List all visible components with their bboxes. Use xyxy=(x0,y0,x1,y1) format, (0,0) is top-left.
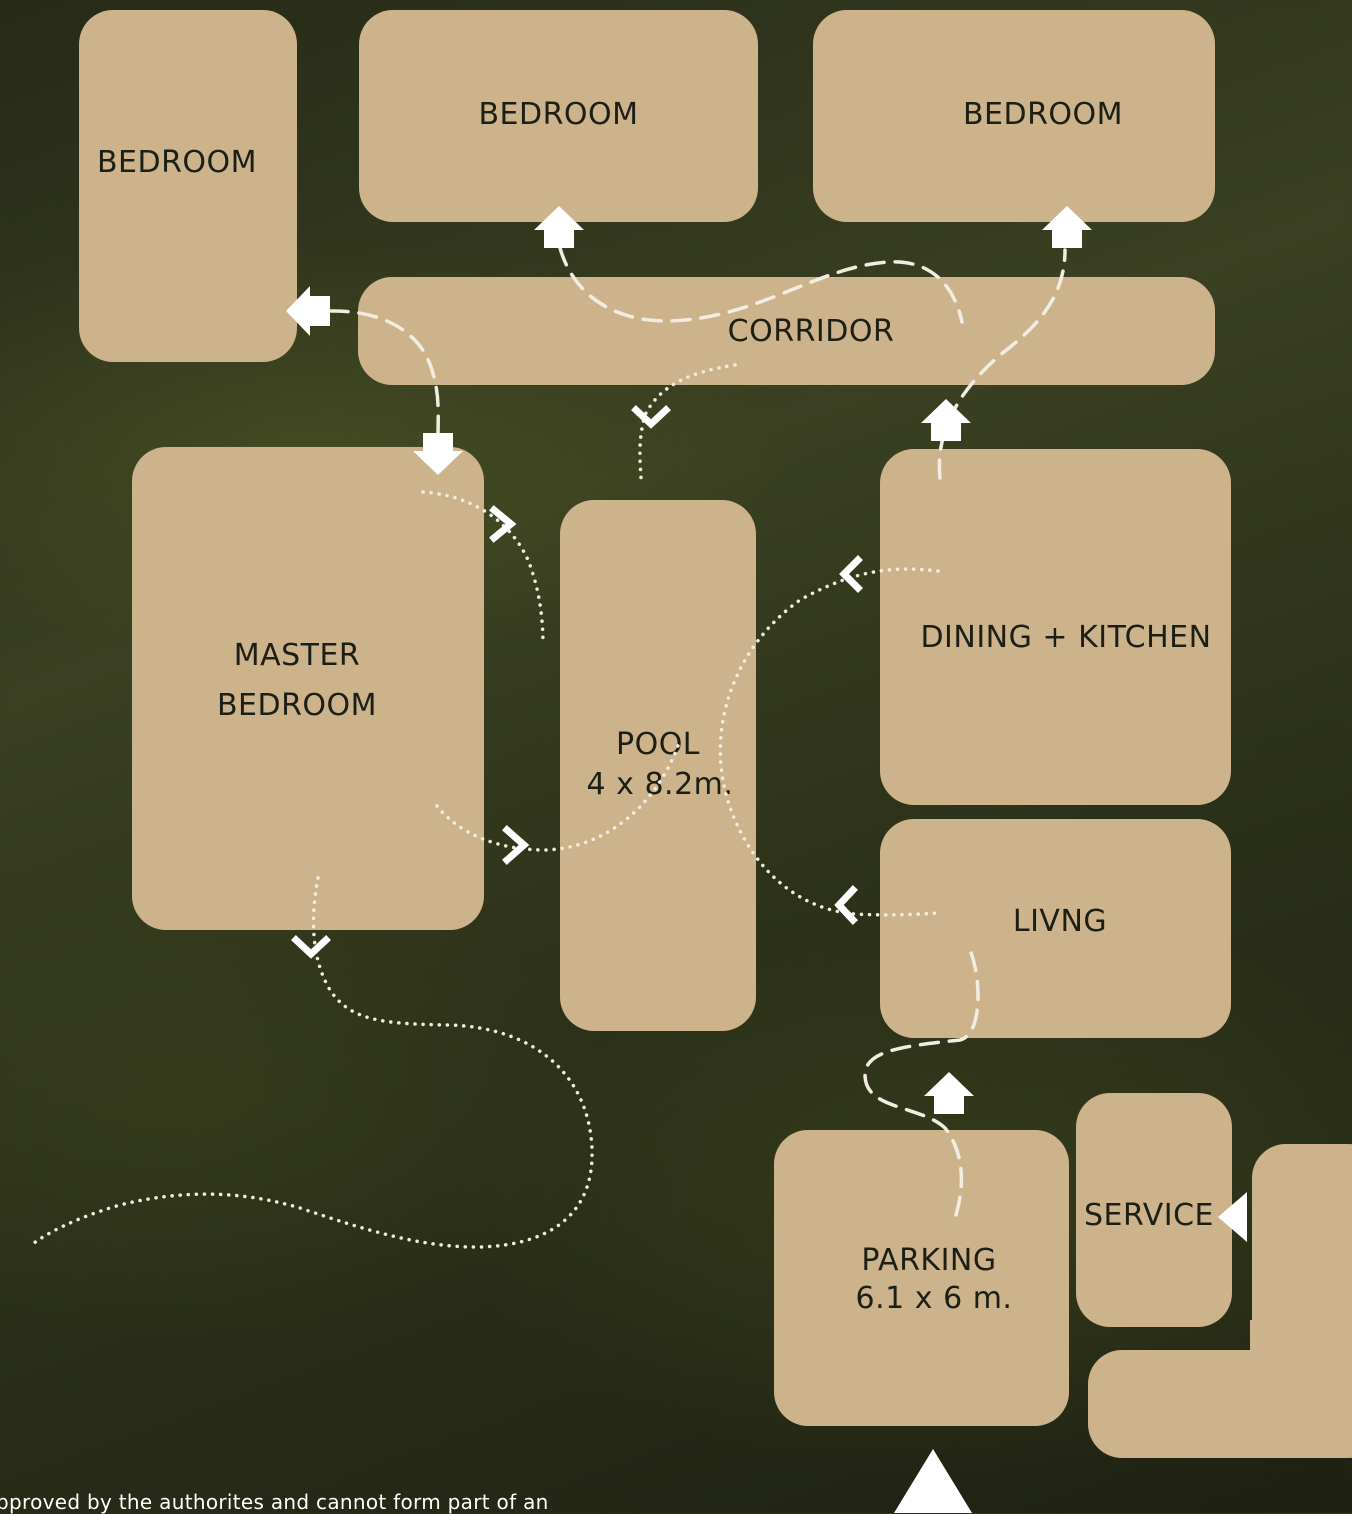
room-label: LIVNG xyxy=(1012,904,1108,939)
room-bedroom-middle: BEDROOM xyxy=(359,10,758,222)
dashed-path-bedroom-left-to-master xyxy=(328,309,440,442)
room-master-bedroom: MASTER BEDROOM xyxy=(132,447,484,930)
dashed-path-living-to-bedroom-right xyxy=(937,248,1067,480)
dotted-path-corridor-to-pool xyxy=(638,363,737,480)
chevron-left-icon xyxy=(834,885,858,925)
house-arrow-up-icon xyxy=(534,206,584,248)
room-label: PARKING xyxy=(861,1243,997,1278)
room-label: BEDROOM xyxy=(96,145,258,180)
room-label: SERVICE xyxy=(1084,1198,1214,1233)
room-label: DINING + KITCHEN xyxy=(920,620,1212,655)
triangle-arrow-left-icon xyxy=(1218,1192,1247,1242)
chevron-right-icon xyxy=(489,505,517,543)
footnote-text: pproved by the authorites and cannot for… xyxy=(0,1490,549,1514)
room-corridor: CORRIDOR xyxy=(358,277,1215,385)
unlabeled-area-joint xyxy=(1250,1320,1330,1400)
room-label: BEDROOM xyxy=(962,97,1124,132)
dotted-path-dining-to-living-arc xyxy=(718,567,942,917)
dotted-path-master-to-exit xyxy=(28,876,594,1249)
room-bedroom-left: BEDROOM xyxy=(79,10,297,362)
house-arrow-down-icon xyxy=(413,433,463,475)
house-arrow-left-icon xyxy=(286,286,330,336)
room-label: CORRIDOR xyxy=(727,314,895,349)
room-size: 4 x 8.2m. xyxy=(586,767,734,802)
house-arrow-up-icon xyxy=(1042,206,1092,248)
chevron-down-icon xyxy=(631,405,671,429)
room-parking: PARKING 6.1 x 6 m. xyxy=(774,1130,1069,1426)
chevron-down-icon xyxy=(291,935,331,959)
room-service: SERVICE xyxy=(1076,1093,1232,1327)
dashed-path-corridor-to-bedroom-middle xyxy=(558,246,964,324)
room-dining-kitchen: DINING + KITCHEN xyxy=(880,449,1231,805)
chevron-left-icon xyxy=(839,555,863,593)
room-bedroom-right: BEDROOM xyxy=(813,10,1215,222)
house-arrow-up-icon xyxy=(924,1072,974,1114)
room-label: POOL xyxy=(615,727,701,762)
room-label: MASTER BEDROOM xyxy=(216,638,378,723)
dashed-path-parking-to-living xyxy=(863,948,980,1217)
room-size: 6.1 x 6 m. xyxy=(855,1281,1013,1316)
dotted-path-master-to-pool-bottom xyxy=(435,738,682,852)
dotted-path-master-to-pool-top xyxy=(421,490,545,647)
room-pool: POOL 4 x 8.2m. xyxy=(560,500,756,1031)
entrance-triangle-icon xyxy=(894,1449,972,1513)
chevron-right-icon xyxy=(502,825,530,865)
room-label: BEDROOM xyxy=(478,97,639,132)
house-arrow-up-icon xyxy=(921,399,971,441)
room-living: LIVNG xyxy=(880,819,1231,1038)
